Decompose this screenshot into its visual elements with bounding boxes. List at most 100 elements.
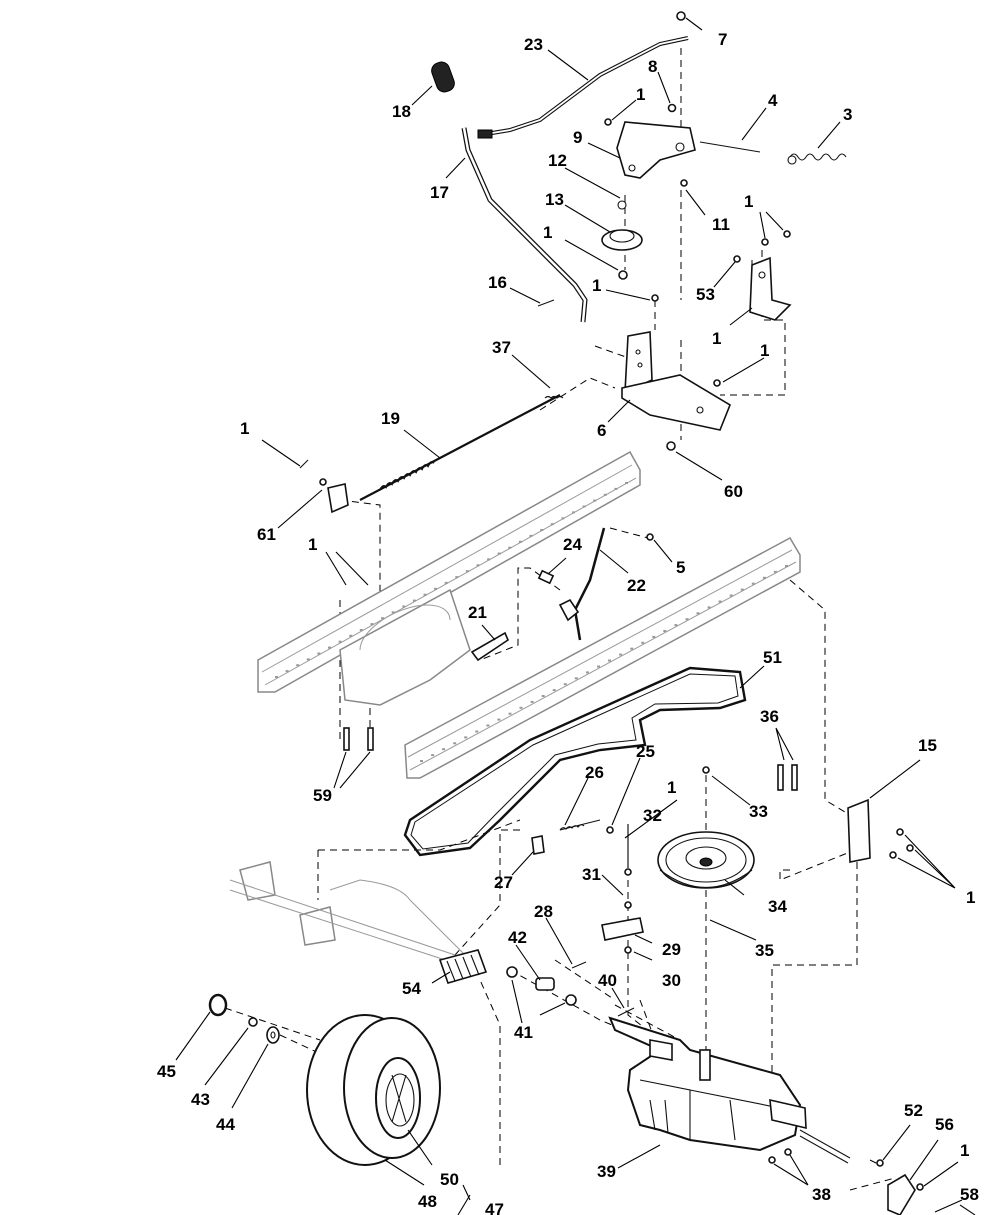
frame-hole (444, 581, 448, 584)
label-29: 29 (662, 940, 681, 959)
frame-hole (275, 676, 278, 678)
frame-hole (585, 671, 589, 674)
label-3: 3 (843, 105, 852, 124)
label-10-d: 1 (960, 1141, 969, 1160)
hardware-small (299, 11, 791, 541)
frame-hole (338, 640, 342, 643)
shift-bracket (616, 121, 696, 179)
label-54: 54 (402, 979, 421, 998)
label-48: 48 (418, 1192, 437, 1211)
label-33: 33 (749, 802, 768, 821)
label-8: 8 (648, 57, 657, 76)
hardware-mid (343, 727, 914, 1017)
frame-hole (306, 658, 310, 661)
label-52: 52 (904, 1101, 923, 1120)
frame-hole (519, 706, 523, 709)
label-39: 39 (597, 1162, 616, 1181)
frame-hole (420, 760, 423, 762)
label-22: 22 (627, 576, 646, 595)
frame-hole (696, 612, 700, 615)
transmission (608, 1016, 851, 1164)
frame-hole (572, 511, 575, 514)
label-40: 40 (598, 971, 617, 990)
frame-hole (552, 689, 556, 692)
label-17: 17 (430, 183, 449, 202)
frame-hole (476, 564, 480, 567)
label-20-b: 1 (667, 778, 676, 797)
handle-grip-54 (438, 949, 488, 984)
frame-hole (574, 677, 578, 680)
shift-plate (621, 331, 731, 431)
label-21: 21 (468, 603, 487, 622)
wheel-hardware (208, 993, 280, 1044)
frame-hole (685, 618, 689, 621)
frame-hole (423, 593, 427, 596)
frame-hole (402, 605, 406, 608)
frame-hole (593, 499, 597, 502)
label-42: 42 (508, 928, 527, 947)
frame-hole (455, 576, 459, 579)
label-9: 9 (573, 128, 582, 147)
frame-hole (540, 529, 544, 531)
label-2-c: 1 (760, 341, 769, 360)
frame-hole (317, 652, 321, 655)
frame-rail-right (404, 536, 801, 779)
label-60: 60 (724, 482, 743, 501)
frame-hole (453, 742, 457, 745)
frame-hole (614, 487, 618, 490)
label-43: 43 (191, 1090, 210, 1109)
frame-hole (508, 712, 512, 715)
label-47: 47 (485, 1200, 504, 1215)
frame-hole (762, 576, 766, 579)
frame-hole (563, 683, 567, 686)
label-50: 50 (440, 1170, 459, 1189)
mount-bracket (749, 256, 792, 321)
drive-belt (403, 666, 747, 857)
frame-hole (431, 754, 435, 757)
label-13: 13 (545, 190, 564, 209)
label-18: 18 (392, 102, 411, 121)
frame-hole (718, 600, 722, 603)
shift-lever (431, 61, 588, 323)
frame-hole (674, 624, 678, 627)
label-38: 38 (812, 1185, 831, 1204)
label-10-b: 1 (543, 223, 552, 242)
frame-hole (442, 748, 446, 751)
frame-hole (652, 635, 656, 638)
frame-hole (475, 730, 479, 733)
frame-hole (296, 664, 300, 667)
frame-hole (785, 565, 788, 567)
frame-hole (464, 736, 468, 739)
frame-hole (465, 570, 469, 573)
label-24: 24 (563, 535, 582, 554)
frame-hole (486, 724, 490, 727)
frame-hole (751, 582, 755, 585)
label-58: 58 (960, 1185, 979, 1204)
transmission-pulley (657, 831, 755, 889)
frame-hole (359, 629, 363, 631)
label-61: 61 (257, 525, 276, 544)
label-10-a: 1 (636, 85, 645, 104)
label-4: 4 (768, 91, 778, 110)
frame-hole (412, 599, 416, 602)
idler-pulley (601, 200, 643, 280)
label-28: 28 (534, 902, 553, 921)
frame-hole (663, 630, 667, 632)
label-11: 11 (712, 215, 730, 234)
label-32: 32 (643, 806, 662, 825)
label-19: 19 (381, 409, 400, 428)
frame-hole (508, 546, 512, 549)
label-53: 53 (696, 285, 715, 304)
frame-hole (773, 570, 777, 573)
frame-hole (285, 670, 289, 673)
label-2-d: 1 (966, 888, 975, 907)
frame-hole (487, 558, 491, 561)
label-7: 7 (718, 30, 727, 49)
label-1: 1 (712, 329, 721, 348)
label-26: 26 (585, 763, 604, 782)
part-labels: 7 23 8 1 4 3 18 9 12 17 13 11 1 1 16 1 5… (157, 30, 979, 1215)
frame-hole (391, 611, 395, 614)
frame-hole (328, 646, 331, 649)
assembly-dashed-lines (224, 48, 896, 1191)
